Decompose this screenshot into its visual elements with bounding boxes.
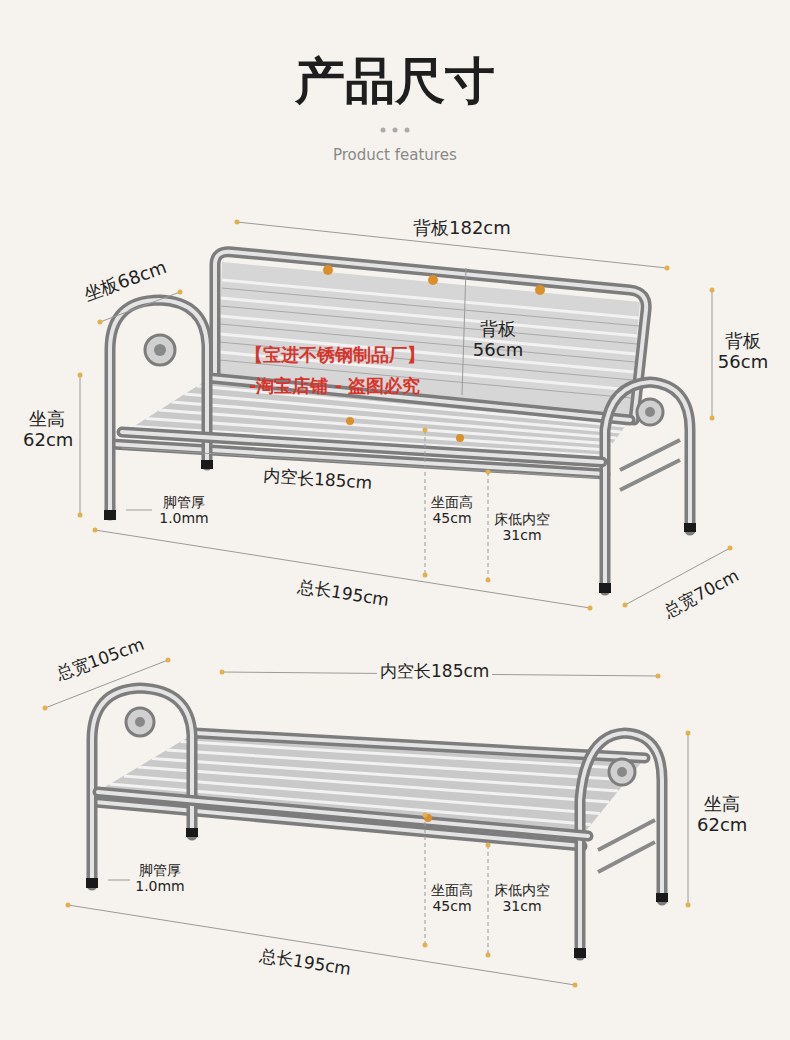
dimension-label: 总宽105cm [53, 635, 146, 685]
spec-note: 脚管厚 1.0mm [159, 494, 209, 526]
dimension-label: 背板 56cm [472, 319, 524, 360]
dimension-label: 内空长185cm [262, 466, 372, 493]
spec-note: 脚管厚 1.0mm [135, 862, 185, 894]
dimension-label: 坐高 62cm [697, 794, 747, 835]
dimension-label: 坐高 62cm [23, 409, 71, 450]
dimension-label: 总宽70cm [661, 566, 742, 622]
page-title: 产品尺寸 [295, 53, 495, 111]
dimension-label: 背板 56cm [717, 331, 769, 372]
dimension-label: 床低内空 31cm [491, 511, 553, 543]
dimension-label: 总长195cm [296, 577, 390, 611]
watermark: 【宝进不锈钢制品厂】 [245, 345, 425, 366]
dimension-label: 坐面高 45cm [428, 882, 476, 914]
dimension-label: 床低内空 31cm [491, 882, 553, 914]
dimension-label: 总长195cm [258, 946, 352, 980]
dimension-label: 背板182cm [410, 218, 514, 239]
subtitle: Product features [333, 147, 457, 164]
dimension-label: 内空长185cm [377, 662, 492, 682]
dimension-label: 坐面高 45cm [428, 494, 476, 526]
watermark: -淘宝店铺 - 盗图必究 [249, 376, 420, 397]
